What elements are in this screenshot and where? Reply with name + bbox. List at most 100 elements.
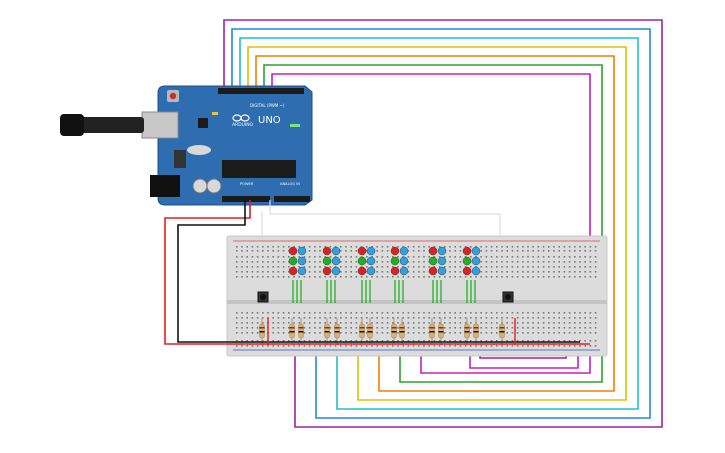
resistor-band [367, 327, 373, 329]
breadboard-hole [282, 276, 285, 278]
breadboard-hole [314, 340, 316, 342]
led [366, 246, 376, 256]
l-led [212, 112, 218, 115]
breadboard-hole [262, 312, 264, 314]
breadboard-hole [418, 322, 420, 324]
breadboard-hole [423, 340, 425, 342]
resistor-band [367, 331, 373, 333]
breadboard-hole [459, 266, 462, 268]
resistor-band [473, 331, 479, 333]
breadboard-hole [563, 340, 566, 342]
breadboard-hole [241, 266, 243, 268]
breadboard-hole [241, 271, 243, 273]
resistor-band [324, 327, 330, 329]
breadboard-hole [480, 312, 482, 314]
breadboard-hole [589, 345, 592, 347]
breadboard-hole [537, 246, 540, 248]
breadboard-hole [407, 322, 410, 324]
breadboard-hole [246, 340, 248, 342]
breadboard-hole [532, 340, 534, 342]
breadboard-hole [454, 312, 456, 314]
breadboard-hole [350, 345, 352, 347]
breadboard-hole [345, 332, 347, 334]
breadboard-hole [594, 271, 597, 273]
breadboard-hole [319, 332, 321, 334]
breadboard-hole [589, 250, 592, 252]
breadboard-hole [501, 317, 503, 319]
breadboard-hole [251, 345, 254, 347]
breadboard-hole [496, 250, 498, 252]
breadboard-hole [246, 317, 248, 319]
led-array [288, 246, 481, 303]
breadboard-hole [584, 332, 586, 334]
breadboard-hole [329, 332, 332, 334]
breadboard-hole [511, 312, 514, 314]
breadboard-hole [376, 340, 378, 342]
breadboard-hole [433, 345, 436, 347]
breadboard-hole [340, 322, 342, 324]
breadboard-hole [288, 317, 290, 319]
wire-loop [247, 46, 627, 401]
breadboard-hole [282, 266, 285, 268]
breadboard-body [226, 235, 608, 357]
breadboard-hole [402, 322, 404, 324]
breadboard-hole [334, 345, 337, 347]
breadboard-hole [501, 312, 503, 314]
breadboard-hole [314, 276, 316, 278]
resistor-band [473, 327, 479, 329]
breadboard-hole [293, 276, 295, 278]
breadboard-hole [480, 345, 482, 347]
breadboard-hole [490, 256, 493, 258]
breadboard-hole [454, 332, 456, 334]
breadboard-hole [397, 276, 399, 278]
breadboard-hole [459, 340, 462, 342]
led [471, 266, 481, 276]
breadboard-hole [470, 322, 472, 324]
breadboard-hole [485, 256, 488, 258]
breadboard-hole [490, 271, 493, 273]
breadboard-hole [412, 261, 415, 263]
breadboard-hole [548, 276, 550, 278]
breadboard-hole [381, 345, 384, 347]
breadboard-hole [438, 256, 441, 258]
breadboard-hole [324, 256, 326, 258]
breadboard-hole [360, 276, 363, 278]
breadboard-hole [277, 345, 280, 347]
wire-loops [223, 19, 663, 428]
breadboard-hole [454, 256, 456, 258]
breadboard-hole [485, 266, 488, 268]
reset-button-cap[interactable] [169, 92, 177, 100]
led [437, 266, 447, 276]
breadboard-hole [293, 345, 295, 347]
led [331, 266, 341, 276]
breadboard-hole [277, 332, 280, 334]
breadboard-hole [527, 276, 529, 278]
breadboard-hole [251, 340, 254, 342]
breadboard-hole [454, 261, 456, 263]
breadboard-hole [511, 327, 514, 329]
breadboard-hole [288, 261, 290, 263]
breadboard-hole [542, 276, 545, 278]
atmega-chip [222, 160, 296, 178]
usb-port [141, 111, 179, 139]
breadboard-hole [438, 345, 441, 347]
breadboard-hole [355, 345, 358, 347]
breadboard-hole [568, 276, 571, 278]
breadboard-hole [272, 340, 274, 342]
breadboard-hole [553, 276, 555, 278]
breadboard-hole [589, 332, 592, 334]
resistor-band [464, 327, 470, 329]
breadboard-hole [558, 327, 560, 329]
breadboard-hole [293, 246, 295, 248]
breadboard-hole [251, 261, 254, 263]
breadboard-hole [256, 317, 259, 319]
breadboard-hole [584, 345, 586, 347]
breadboard-hole [470, 276, 472, 278]
usb-cable [60, 114, 84, 136]
breadboard-hole [553, 246, 555, 248]
breadboard-hole [506, 345, 508, 347]
breadboard-hole [548, 327, 550, 329]
breadboard-hole [407, 327, 410, 329]
pushbuttons [257, 291, 514, 303]
breadboard-hole [594, 322, 597, 324]
